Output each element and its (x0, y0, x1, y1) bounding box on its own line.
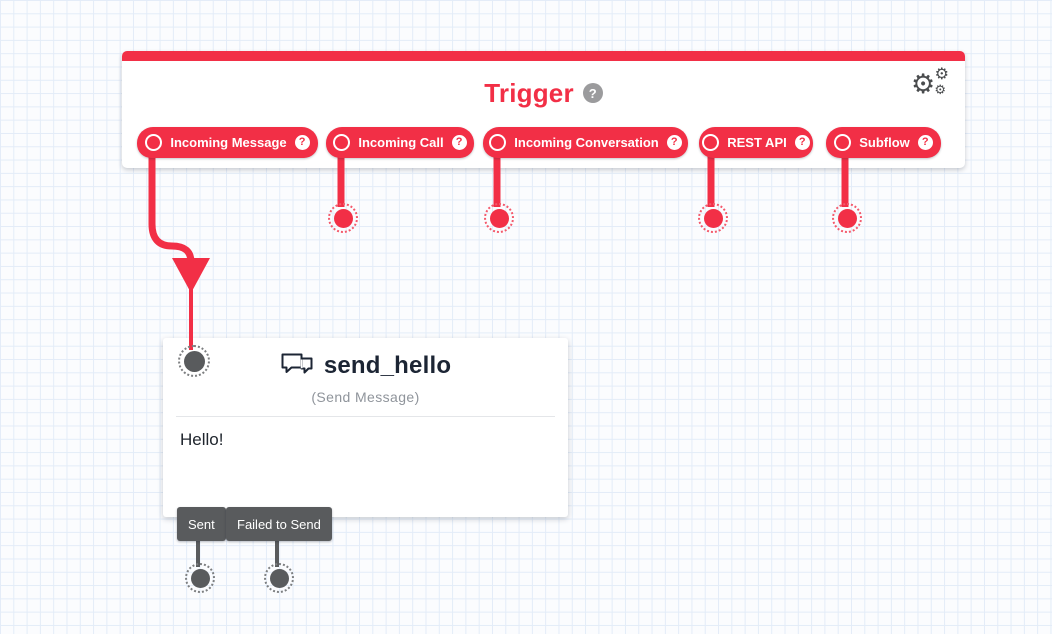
help-icon[interactable]: ? (794, 135, 810, 150)
settings-gears-icon[interactable]: ⚙ ⚙ ⚙ (911, 64, 951, 101)
connector-circle-icon (145, 134, 163, 151)
widget-type-label: (Send Message) (311, 389, 420, 405)
output-dot-rest-api[interactable] (698, 203, 728, 233)
pill-label: Incoming Conversation (514, 135, 659, 150)
trigger-pill-rest-api[interactable]: REST API ? (699, 127, 813, 158)
pill-label: Incoming Call (358, 135, 444, 150)
trigger-pill-incoming-conversation[interactable]: Incoming Conversation ? (483, 127, 688, 158)
trigger-pill-subflow[interactable]: Subflow ? (826, 127, 941, 158)
divider (176, 416, 555, 417)
connector-circle-icon (702, 134, 720, 151)
trigger-help-icon[interactable]: ? (582, 83, 603, 103)
widget-body-text: Hello! (180, 430, 224, 449)
help-icon[interactable]: ? (666, 135, 682, 150)
pill-label: REST API (727, 135, 787, 150)
gear-icon: ⚙ (911, 69, 936, 100)
help-icon[interactable]: ? (917, 135, 933, 150)
output-dot-subflow[interactable] (832, 203, 862, 233)
connector-circle-icon (333, 134, 351, 151)
wire-arrowhead-icon (172, 258, 210, 293)
output-dot-incoming-conversation[interactable] (484, 203, 514, 233)
widget-name: send_hello (323, 352, 452, 379)
trigger-pill-incoming-message[interactable]: Incoming Message ? (137, 127, 318, 158)
help-icon[interactable]: ? (294, 135, 310, 150)
output-dot-failed-to-send[interactable] (264, 563, 294, 593)
connector-circle-icon (489, 134, 507, 151)
trigger-title: Trigger (484, 77, 574, 108)
help-icon[interactable]: ? (451, 135, 467, 150)
send-hello-widget[interactable]: send_hello (Send Message) Hello! (163, 338, 568, 517)
output-dot-incoming-call[interactable] (328, 203, 358, 233)
input-dot-send-hello[interactable] (178, 345, 210, 377)
output-dot-sent[interactable] (185, 563, 215, 593)
gear-icon: ⚙ (934, 83, 946, 98)
gear-icon: ⚙ (934, 64, 949, 83)
connector-circle-icon (834, 134, 852, 151)
trigger-pill-incoming-call[interactable]: Incoming Call ? (326, 127, 474, 158)
pill-label: Subflow (859, 135, 910, 150)
transition-failed-to-send-button[interactable]: Failed to Send (226, 507, 332, 541)
pill-label: Incoming Message (170, 135, 287, 150)
trigger-accent-bar (122, 51, 965, 61)
message-bubbles-icon (281, 353, 313, 374)
transition-sent-button[interactable]: Sent (177, 507, 226, 541)
